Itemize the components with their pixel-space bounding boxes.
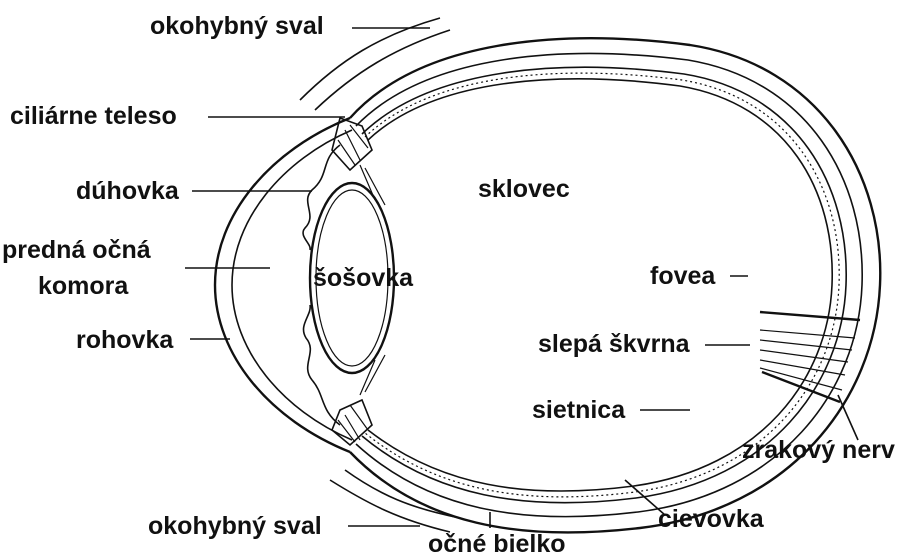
label-choroid: cievovka — [658, 505, 764, 533]
label-fovea: fovea — [650, 262, 715, 290]
label-extraocular-muscle-bottom: okohybný sval — [148, 512, 322, 540]
label-vitreous-body: sklovec — [478, 175, 570, 203]
label-anterior-chamber-line2: komora — [38, 272, 128, 300]
label-blind-spot: slepá škvrna — [538, 330, 690, 358]
label-iris: dúhovka — [76, 177, 179, 205]
label-optic-nerve: zrakový nerv — [742, 436, 895, 464]
label-sclera: očné bielko — [428, 530, 566, 558]
label-ciliary-body: ciliárne teleso — [10, 102, 177, 130]
muscle-bottom — [330, 470, 460, 532]
optic-nerve — [760, 312, 860, 402]
label-lens: šošovka — [313, 264, 413, 292]
label-extraocular-muscle-top: okohybný sval — [150, 12, 324, 40]
label-retina: sietnica — [532, 396, 625, 424]
label-cornea: rohovka — [76, 326, 173, 354]
label-anterior-chamber-line1: predná očná — [2, 236, 151, 264]
